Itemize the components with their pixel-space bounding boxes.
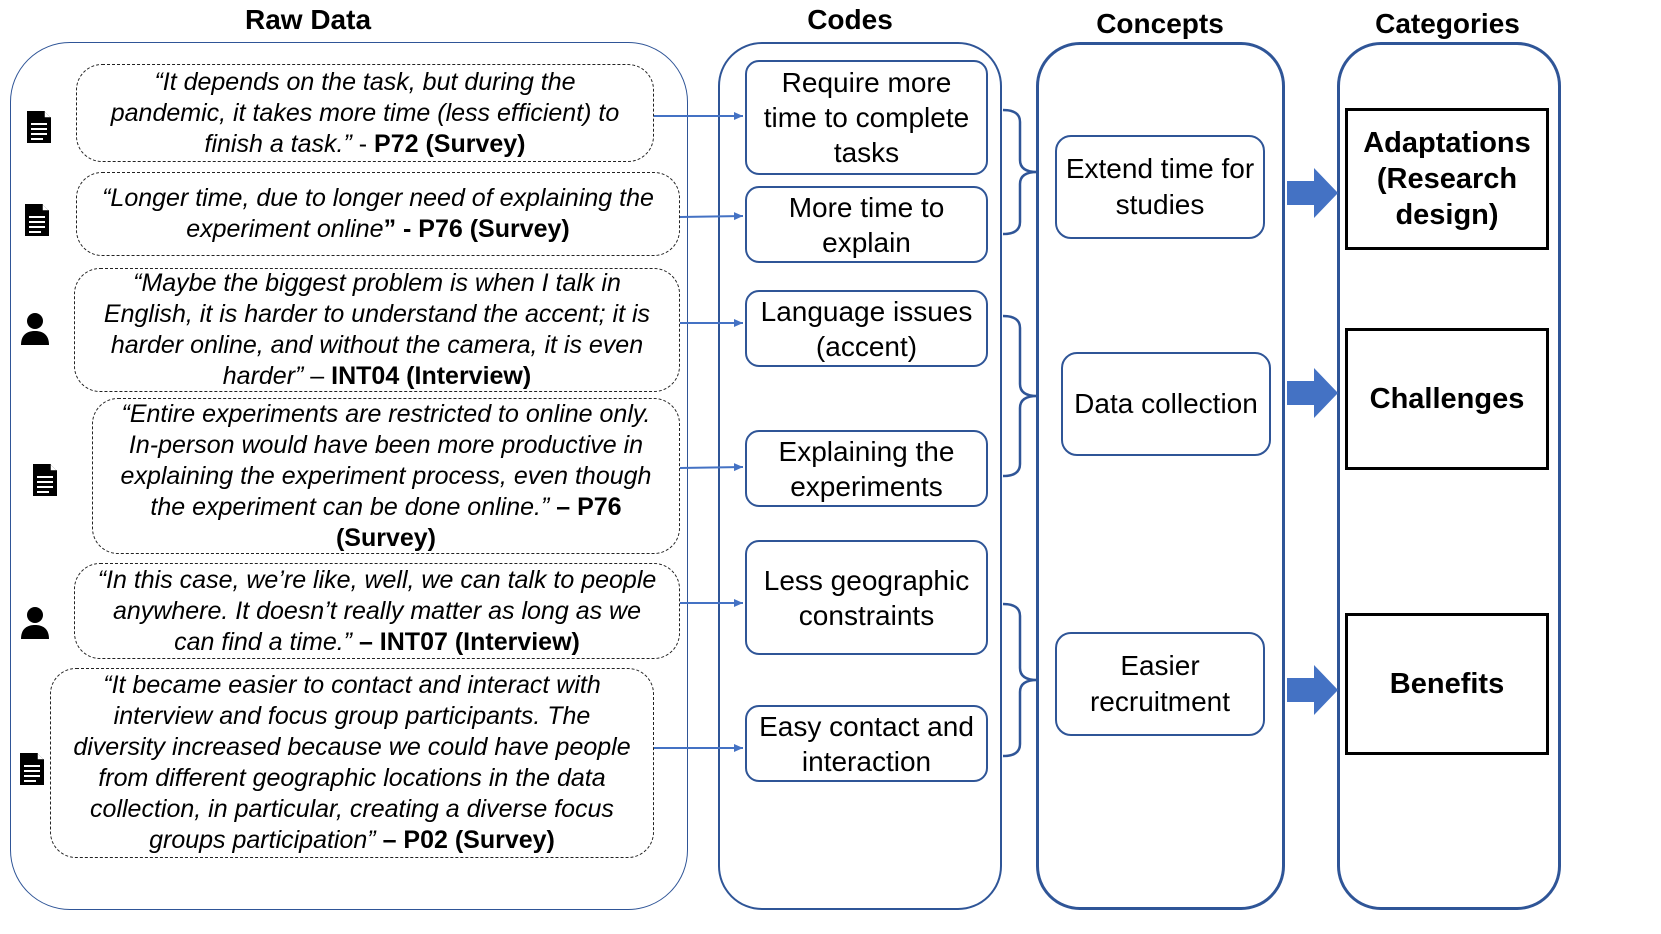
quote-line: “Entire experiments are restricted to on… — [121, 399, 651, 428]
code-box: More time to explain — [745, 186, 988, 263]
document-icon — [25, 204, 49, 236]
group-bracket — [1002, 602, 1038, 758]
raw-data-header: Raw Data — [244, 4, 372, 35]
quote-line: experiment online” - P76 (Survey) — [186, 215, 570, 243]
block-arrow — [1287, 665, 1338, 715]
quote-source: INT04 (Interview) — [331, 362, 532, 390]
quote-line: “Maybe the biggest problem is when I tal… — [133, 269, 621, 297]
document-icon — [33, 464, 57, 496]
group-bracket — [1002, 108, 1038, 236]
quote-line: finish a task.” - P72 (Survey) — [204, 129, 526, 158]
quote-to-code-arrow — [679, 463, 744, 472]
quote-line: “It depends on the task, but during the — [154, 67, 576, 96]
quote-line: anywhere. It doesn’t really matter as lo… — [112, 596, 642, 625]
concept-box: Data collection — [1061, 352, 1271, 456]
quote-line: can find a time.” – INT07 (Interview) — [174, 627, 580, 656]
quote-line: English, it is harder to understand the … — [103, 300, 651, 328]
quote-source: P76 (Survey) — [418, 215, 570, 243]
document-icon — [27, 111, 51, 143]
code-box: Language issues (accent) — [745, 290, 988, 367]
block-arrow — [1287, 168, 1338, 218]
quote-source: INT07 (Interview) — [379, 627, 580, 656]
quote-box: “Entire experiments are restricted to on… — [92, 398, 680, 554]
category-box: Benefits — [1345, 613, 1549, 755]
categories-header: Categories — [1375, 8, 1520, 39]
concept-box: Easier recruitment — [1055, 632, 1265, 736]
code-box: Easy contact and interaction — [745, 705, 988, 782]
quote-source: P72 (Survey) — [374, 129, 526, 158]
concepts-column — [1036, 42, 1285, 910]
codes-column — [718, 42, 1002, 910]
category-box: Adaptations (Research design) — [1345, 108, 1549, 250]
codes-header: Codes — [807, 4, 893, 35]
code-box: Less geographic constraints — [745, 540, 988, 655]
categories-column — [1337, 42, 1561, 910]
person-icon — [21, 313, 49, 345]
quote-to-code-arrow — [679, 212, 744, 221]
quote-line: the experiment can be done online.” – P7… — [150, 492, 622, 552]
concepts-header: Concepts — [1096, 8, 1224, 39]
quote-source: P76 (Survey) — [335, 492, 622, 552]
concept-box: Extend time for studies — [1055, 135, 1265, 239]
quote-line: “Longer time, due to longer need of expl… — [102, 184, 654, 212]
quote-line: pandemic, it takes more time (less effic… — [110, 98, 620, 127]
quote-line: interview and focus group participants. … — [113, 702, 591, 730]
quote-line: “In this case, we’re like, well, we can … — [97, 565, 657, 594]
block-arrow — [1287, 368, 1338, 418]
code-box: Require more time to complete tasks — [745, 60, 988, 175]
raw-data-column — [10, 42, 688, 910]
quote-box: “Maybe the biggest problem is when I tal… — [74, 268, 680, 392]
quote-line: explaining the experiment process, even … — [120, 461, 652, 490]
quote-box: “It depends on the task, but during the … — [76, 64, 654, 162]
quote-line: collection, in particular, creating a di… — [90, 795, 614, 823]
person-icon — [21, 607, 49, 639]
quote-box: “Longer time, due to longer need of expl… — [76, 172, 680, 256]
document-icon — [20, 753, 44, 785]
quote-line: In-person would have been more productiv… — [128, 430, 644, 459]
quote-line: diversity increased because we could hav… — [73, 733, 631, 761]
quote-box: “In this case, we’re like, well, we can … — [74, 563, 680, 659]
quote-line: “It became easier to contact and interac… — [103, 671, 601, 699]
quote-line: from different geographic locations in t… — [98, 764, 606, 792]
category-box: Challenges — [1345, 328, 1549, 470]
group-bracket — [1002, 314, 1038, 478]
quote-line: harder” – INT04 (Interview) — [222, 362, 532, 390]
quote-box: “It became easier to contact and interac… — [50, 668, 654, 858]
code-box: Explaining the experiments — [745, 430, 988, 507]
quote-line: harder online, and without the camera, i… — [110, 331, 644, 359]
quote-line: groups participation” – P02 (Survey) — [149, 826, 555, 854]
quote-source: P02 (Survey) — [403, 826, 555, 854]
